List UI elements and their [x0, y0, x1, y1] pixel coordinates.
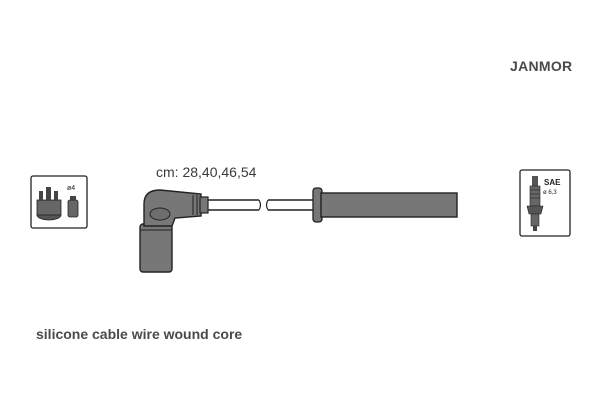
spark-plug-standard-label: SAE	[544, 178, 561, 187]
cable-break-left	[258, 199, 262, 211]
spark-plug-thread	[530, 213, 540, 227]
distributor-boot-tip	[70, 196, 76, 201]
boot-elbow-ring	[149, 207, 171, 221]
spark-plug-hex	[526, 205, 544, 215]
distributor-cap-body	[36, 199, 62, 216]
straight-boot-body	[320, 192, 458, 218]
cable-segment-left	[208, 199, 262, 211]
cable-lengths-label: cm: 28,40,46,54	[156, 164, 257, 180]
spark-plug-insulator	[529, 185, 541, 207]
spark-plug-size-label: ø 6,3	[543, 190, 557, 196]
spark-plug-terminal	[532, 176, 538, 186]
cable-segment-right	[265, 199, 315, 211]
cable-break-right	[265, 199, 269, 211]
boot-collar	[199, 196, 209, 214]
boot-elbow	[143, 189, 202, 227]
boot-sleeve	[139, 223, 173, 273]
distributor-size-label: ø4	[67, 185, 75, 192]
distributor-terminal-2	[46, 187, 51, 201]
straight-boot	[312, 187, 458, 223]
distributor-boot	[67, 199, 79, 218]
spark-plug-icon-box: SAE ø 6,3	[519, 169, 571, 237]
cable-description: silicone cable wire wound core	[36, 326, 243, 342]
distributor-terminal-1	[39, 191, 43, 201]
distributor-icon: ø4	[30, 175, 88, 229]
distributor-terminal-3	[54, 191, 58, 201]
angled-boot	[139, 189, 209, 273]
spark-plug-electrode	[533, 226, 537, 231]
brand-label: JANMOR	[510, 58, 573, 74]
